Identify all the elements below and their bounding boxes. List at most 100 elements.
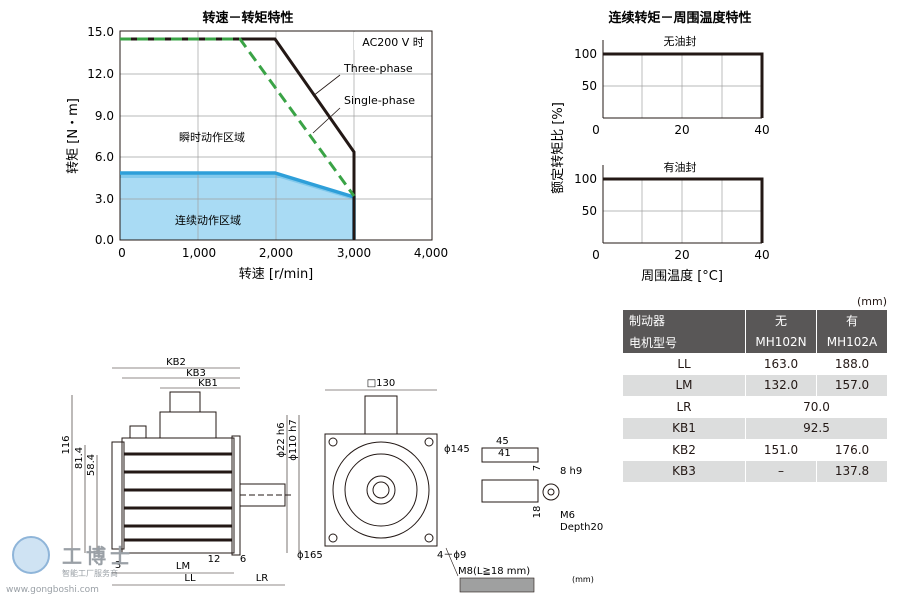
- row-label: KB1: [623, 417, 746, 439]
- single-phase-label: Single-phase: [344, 94, 415, 107]
- header-cell: MH102A: [816, 331, 888, 353]
- torque-grid: [120, 31, 432, 240]
- torque-plot-frame: [119, 30, 433, 241]
- table-header-row: 电机型号 MH102N MH102A: [623, 331, 888, 353]
- bottom-panel-label: 有油封: [664, 160, 697, 174]
- table-cell: 132.0: [745, 374, 817, 396]
- top-x-tick: 40: [754, 123, 769, 137]
- torque-x-axis-label: 转速 [r/min]: [239, 267, 314, 282]
- y-tick: 6.0: [95, 150, 114, 164]
- header-label: 电机型号: [623, 331, 746, 353]
- watermark: 工博士 智能工厂服务商 www.gongboshi.com: [6, 530, 156, 602]
- x-tick: 0: [118, 246, 126, 260]
- y-tick: 9.0: [95, 109, 114, 123]
- table-cell: 151.0: [745, 439, 817, 461]
- x-tick: 3,000: [337, 246, 371, 260]
- bottom-y-tick: 50: [582, 204, 597, 218]
- row-label: KB2: [623, 439, 746, 461]
- top-panel-label: 无油封: [664, 34, 697, 48]
- shaft-end-detail: [481, 479, 539, 503]
- header-cell: MH102N: [745, 331, 817, 353]
- dim-12: 12: [208, 554, 221, 565]
- table-cell: 92.5: [745, 417, 888, 439]
- motor-fins: [124, 452, 232, 542]
- bottom-x-tick: 0: [592, 248, 600, 262]
- table-row: LR 70.0: [623, 396, 888, 418]
- mount-hole: [328, 437, 338, 447]
- three-phase-label: Three-phase: [343, 62, 413, 75]
- dim-phi22: ϕ22 h6: [276, 422, 287, 457]
- single-phase-leader: [312, 107, 341, 134]
- drawing-unit: (mm): [572, 575, 594, 584]
- bottom-x-tick: 20: [674, 248, 689, 262]
- dim-bolt: M8(L≧18 mm): [458, 566, 530, 577]
- y-tick: 0.0: [95, 233, 114, 247]
- dim-kb1: KB1: [198, 378, 218, 389]
- shaft-end-tap: [547, 488, 555, 496]
- y-tick: 12.0: [87, 67, 114, 81]
- temp-x-axis-label: 周围温度 [°C]: [641, 268, 723, 284]
- top-x-tick: 20: [674, 123, 689, 137]
- mount-hole: [328, 533, 338, 543]
- temp-y-axis-label: 额定转矩比 [%]: [551, 102, 566, 194]
- transient-zone-label: 瞬时动作区域: [179, 131, 245, 144]
- temperature-chart: 连续转矩－周围温度特性 无油封 100 50 0 20 40 有油封 100 5…: [551, 10, 770, 284]
- header-cell: 无: [745, 310, 817, 332]
- table-unit: (mm): [857, 295, 888, 308]
- bolt-icon: [459, 577, 535, 593]
- x-tick: 1,000: [182, 246, 216, 260]
- table-cell: 163.0: [745, 353, 817, 375]
- dim-depth: Depth20: [560, 522, 603, 533]
- top-panel-grid: [603, 54, 762, 118]
- row-label: KB3: [623, 460, 746, 482]
- dim-ll: LL: [184, 573, 196, 584]
- continuous-zone-label: 连续动作区域: [175, 213, 241, 227]
- torque-speed-chart: 转速－转矩特性 AC200 V 时 Three-phase Single-pha…: [66, 10, 448, 282]
- table-cell: 176.0: [816, 439, 888, 461]
- dim-phi165: ϕ165: [297, 550, 323, 561]
- table-header-row: 制动器 无 有: [623, 310, 888, 332]
- header-label: 制动器: [623, 310, 746, 332]
- mount-hole: [424, 533, 434, 543]
- table-cell: 70.0: [745, 396, 888, 418]
- bottom-panel-grid: [603, 179, 762, 243]
- dim-3: 3: [115, 560, 121, 571]
- mount-hole: [424, 437, 434, 447]
- dim-58-4: 58.4: [86, 454, 97, 476]
- front-shaft: [366, 475, 396, 505]
- x-tick: 4,000: [414, 246, 448, 260]
- dim-holes: 4－ϕ9: [437, 550, 466, 561]
- watermark-tagline: 智能工厂服务商: [62, 569, 118, 578]
- top-y-tick: 50: [582, 79, 597, 93]
- dim-kb2: KB2: [166, 357, 186, 368]
- table-cell: 157.0: [816, 374, 888, 396]
- bottom-panel-line: [603, 177, 764, 243]
- brake-connector: [129, 425, 147, 439]
- motor-flange: [231, 435, 241, 556]
- dim-8h9: 8 h9: [560, 466, 582, 477]
- bolt-leader: [445, 547, 459, 577]
- dim-phi110: ϕ110 h7: [288, 419, 299, 461]
- dim-45: 45: [496, 436, 509, 447]
- table-row: KB1 92.5: [623, 417, 888, 439]
- connector-block: [159, 411, 217, 439]
- row-label: LL: [623, 353, 746, 375]
- front-flange: [324, 433, 438, 547]
- top-x-tick: 0: [592, 123, 600, 137]
- y-tick: 3.0: [95, 192, 114, 206]
- top-panel-line: [603, 52, 764, 118]
- table-cell: 188.0: [816, 353, 888, 375]
- bottom-y-tick: 100: [574, 172, 597, 186]
- dim-kb3: KB3: [186, 368, 206, 379]
- dim-18: 18: [532, 506, 543, 519]
- dim-130: □130: [367, 378, 396, 389]
- voltage-note-bg: [354, 32, 431, 50]
- row-label: LM: [623, 374, 746, 396]
- shaft-end-circle: [542, 483, 560, 501]
- dim-phi145: ϕ145: [444, 444, 470, 455]
- header-cell: 有: [816, 310, 888, 332]
- table-cell: 137.8: [816, 460, 888, 482]
- table-row: LL 163.0 188.0: [623, 353, 888, 375]
- connector: [169, 391, 201, 413]
- dim-6: 6: [240, 554, 246, 565]
